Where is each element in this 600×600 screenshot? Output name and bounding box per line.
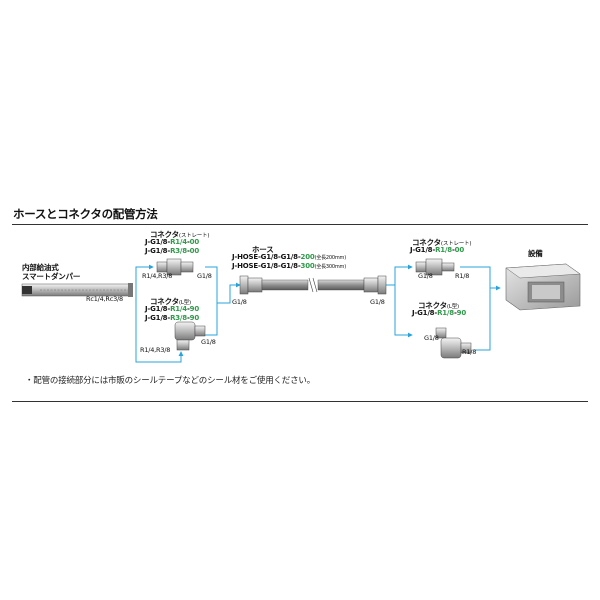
code-angle: 90: [189, 314, 200, 322]
connection-lines: [135, 264, 501, 363]
sealant-note: ・配管の接続部分には市販のシールテープなどのシール材をご使用ください。: [25, 376, 315, 386]
l-connector-right-title: コネクタ(L型): [418, 300, 459, 311]
code-prefix: J-G1/8-: [410, 246, 436, 254]
code-sep: -: [186, 305, 190, 313]
connector-title: コネクタ: [150, 230, 179, 239]
code-sep: -: [186, 314, 190, 322]
straight-connector-left-title: コネクタ(ストレート): [150, 229, 210, 240]
l-connector-right-thread-b: R1/8: [462, 348, 477, 356]
code-thread: R1/8: [435, 246, 452, 254]
connector-title: コネクタ: [418, 301, 447, 310]
hose-thread-left: G1/8: [232, 298, 247, 306]
diagram-panel: [12, 224, 588, 402]
code-sep: -: [453, 309, 457, 317]
connector-type: (ストレート): [440, 241, 472, 247]
straight-connector-right-illustration: [415, 258, 455, 276]
connector-title: コネクタ: [412, 238, 441, 247]
straight-connector-right-code: J-G1/8-R1/8-00: [410, 246, 464, 254]
code-prefix: J-G1/8-: [145, 247, 171, 255]
code-length: 300: [300, 262, 315, 270]
code-angle: 00: [189, 238, 200, 246]
l-connector-right-illustration: [435, 327, 472, 359]
code-angle: 00: [189, 247, 200, 255]
l-connector-left-thread-b: R1/4,R3/8: [140, 346, 171, 354]
hose-illustration: [239, 275, 387, 295]
code-angle: 90: [456, 309, 467, 317]
l-connector-left-illustration: [174, 321, 206, 351]
smart-damper-illustration: [21, 283, 133, 297]
straight-connector-left-thread-a: R1/4,R3/8: [142, 272, 173, 280]
equipment-label: 設備: [528, 249, 543, 258]
straight-connector-left-thread-b: G1/8: [197, 272, 212, 280]
hose-code-2: J-HOSE-G1/8-G1/8-300(全長300mm): [232, 262, 346, 270]
damper-thread-label: Rc1/4,Rc3/8: [86, 295, 123, 303]
connector-type: (L型): [178, 300, 191, 306]
code-sep: -: [186, 238, 190, 246]
l-connector-left-code-1: J-G1/8-R1/4-90: [145, 305, 199, 313]
page-title: ホースとコネクタの配管方法: [13, 207, 158, 221]
connector-type: (L型): [446, 304, 459, 310]
code-thread: R1/4: [170, 305, 187, 313]
code-thread: R1/8: [437, 309, 454, 317]
code-length-note: (全長200mm): [314, 255, 347, 261]
code-prefix: J-G1/8-: [145, 238, 171, 246]
code-sep: -: [451, 246, 455, 254]
code-prefix: J-G1/8-: [145, 305, 171, 313]
damper-label-line2: スマートダンパー: [22, 272, 81, 281]
code-thread: R1/4: [170, 238, 187, 246]
code-sep: -: [186, 247, 190, 255]
straight-connector-left-code-2: J-G1/8-R3/8-00: [145, 247, 199, 255]
straight-connector-left-code-1: J-G1/8-R1/4-00: [145, 238, 199, 246]
code-angle: 00: [454, 246, 465, 254]
hose-title: ホース: [252, 245, 274, 254]
hose-code-1: J-HOSE-G1/8-G1/8-200(全長200mm): [232, 253, 346, 261]
l-connector-left-code-2: J-G1/8-R3/8-90: [145, 314, 199, 322]
code-thread: R3/8: [170, 247, 187, 255]
code-prefix: J-G1/8-: [412, 309, 438, 317]
straight-connector-right-thread-b: R1/8: [455, 272, 470, 280]
hose-thread-right: G1/8: [370, 298, 385, 306]
l-connector-right-thread-a: G1/8: [424, 334, 439, 342]
straight-connector-left-illustration: [156, 258, 194, 276]
code-angle: 90: [189, 305, 200, 313]
l-connector-left-title: コネクタ(L型): [150, 296, 191, 307]
l-connector-left-thread-a: G1/8: [201, 338, 216, 346]
connector-title: コネクタ: [150, 297, 179, 306]
code-length: 200: [300, 253, 315, 261]
straight-connector-right-thread-a: G1/8: [418, 272, 433, 280]
code-prefix: J-G1/8-: [145, 314, 171, 322]
code-thread: R3/8: [170, 314, 187, 322]
l-connector-right-code: J-G1/8-R1/8-90: [412, 309, 466, 317]
code-length-note: (全長300mm): [314, 264, 347, 270]
code-prefix: J-HOSE-G1/8-G1/8-: [232, 253, 301, 261]
code-prefix: J-HOSE-G1/8-G1/8-: [232, 262, 301, 270]
straight-connector-right-title: コネクタ(ストレート): [412, 237, 472, 248]
equipment-illustration: [505, 263, 581, 311]
damper-label-line1: 内部給油式: [22, 263, 59, 272]
connector-type: (ストレート): [178, 233, 210, 239]
